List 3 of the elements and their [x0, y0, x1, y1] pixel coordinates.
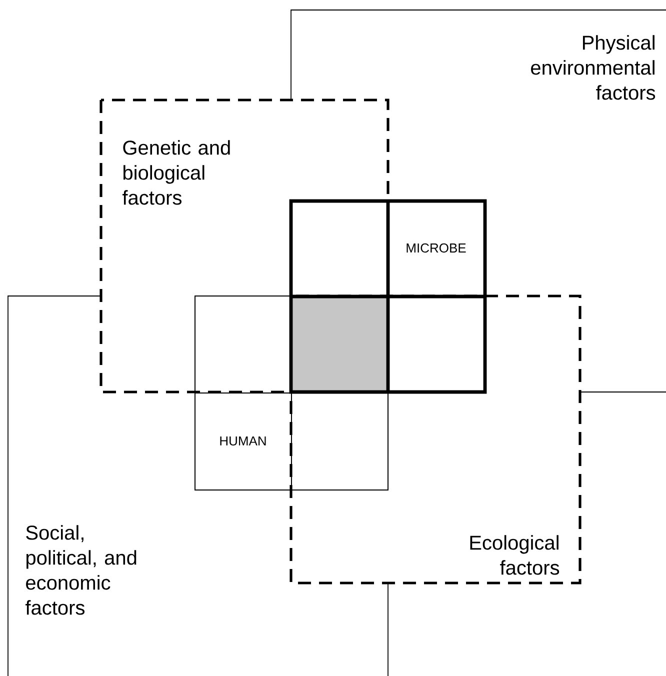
grid-square: MICROBE	[289, 199, 487, 394]
dashed-region: Ecological factors	[290, 294, 582, 584]
dashed-region: Genetic and biological factors	[100, 98, 390, 394]
